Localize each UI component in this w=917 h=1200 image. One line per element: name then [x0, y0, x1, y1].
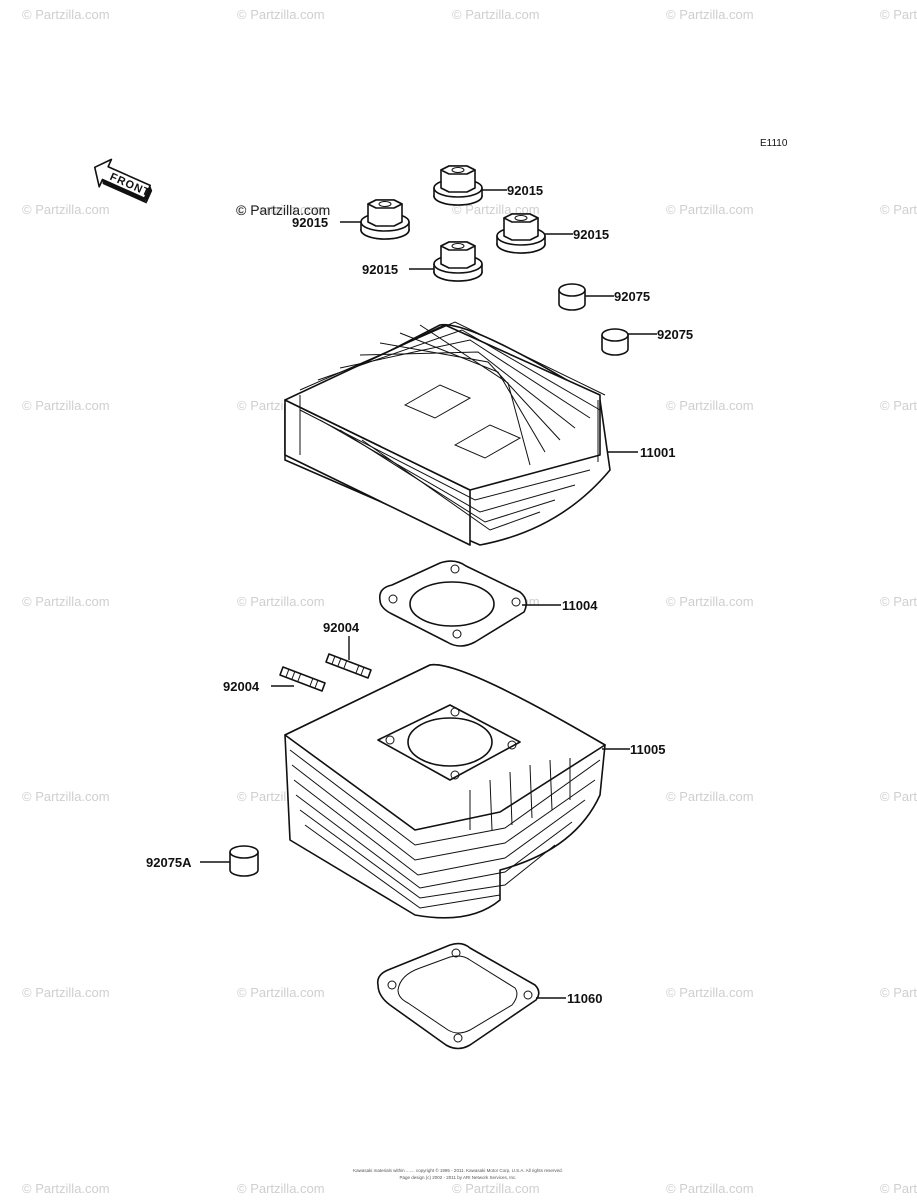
head-gasket[interactable] [378, 560, 528, 647]
watermark: © Partzilla.com [666, 594, 754, 609]
label-stud-lower: 92004 [223, 679, 260, 694]
watermark: © Partzilla.com [22, 985, 110, 1000]
watermark: © Partzilla.com [666, 985, 754, 1000]
watermark: © Partzilla.com [237, 7, 325, 22]
label-base-gasket: 11060 [567, 991, 602, 1006]
watermark: © Partzilla.com [452, 7, 540, 22]
footer-line-1: Kawasaki materials within ....... copyri… [353, 1167, 563, 1173]
leader-lines [200, 189, 657, 999]
watermark: © Partzilla.com [666, 789, 754, 804]
label-nut-right: 92015 [573, 227, 609, 242]
stud-lower[interactable] [279, 666, 326, 692]
watermark: © Partzilla.com [666, 202, 754, 217]
watermark: © Partzilla.com [22, 789, 110, 804]
base-gasket[interactable] [376, 942, 540, 1050]
cylinder[interactable] [284, 663, 606, 919]
watermark: © Partzilla.com [237, 202, 325, 217]
footer-line-2: Page design (c) 2002 - 2011 by ARI Netwo… [400, 1175, 517, 1180]
watermark: © Partzilla.com [880, 398, 917, 413]
nut-bottom[interactable] [433, 241, 483, 282]
copyright-mark: © Partzilla.com [236, 202, 330, 218]
watermark: © Partzilla.com [880, 202, 917, 217]
watermark: © Partzilla.com [22, 1181, 110, 1196]
dowel-lower[interactable] [601, 328, 629, 356]
stud-upper[interactable] [325, 653, 372, 679]
diagram-code: E1110 [760, 138, 788, 149]
watermark: © Partzilla.com [666, 1181, 754, 1196]
label-head-gasket: 11004 [562, 598, 598, 613]
label-nut-bottom: 92015 [362, 262, 398, 277]
front-arrow-icon: FRONT [93, 158, 153, 204]
watermark: © Partzilla.com [880, 789, 917, 804]
label-nut-top: 92015 [507, 183, 543, 198]
watermark: © Partzilla.com [666, 7, 754, 22]
watermark: © Partzilla.com [880, 594, 917, 609]
nut-left[interactable] [360, 199, 410, 240]
label-cylinder-head: 11001 [640, 445, 675, 460]
watermark: © Partzilla.com [666, 398, 754, 413]
nut-right[interactable] [496, 213, 546, 254]
nut-top[interactable] [433, 165, 483, 206]
watermark: © Partzilla.com [237, 1181, 325, 1196]
watermark: © Partzilla.com [22, 398, 110, 413]
watermark: © Partzilla.com [880, 7, 917, 22]
watermark: © Partzilla.com [22, 7, 110, 22]
label-dowel-lower: 92075 [657, 327, 693, 342]
label-dowel-a: 92075A [146, 855, 192, 870]
watermark: © Partzilla.com [452, 1181, 540, 1196]
dowel-a[interactable] [229, 845, 259, 877]
watermark: © Partzilla.com [880, 985, 917, 1000]
watermark: © Partzilla.com [880, 1181, 917, 1196]
label-dowel-upper: 92075 [614, 289, 650, 304]
watermark: © Partzilla.com [22, 202, 110, 217]
dowel-upper[interactable] [558, 283, 586, 311]
label-cylinder: 11005 [630, 742, 665, 757]
label-stud-upper: 92004 [323, 620, 360, 635]
watermark: © Partzilla.com [22, 594, 110, 609]
watermark: © Partzilla.com [237, 594, 325, 609]
cylinder-head[interactable] [284, 321, 611, 546]
watermark: © Partzilla.com [237, 985, 325, 1000]
label-nut-left: 92015 [292, 215, 328, 230]
